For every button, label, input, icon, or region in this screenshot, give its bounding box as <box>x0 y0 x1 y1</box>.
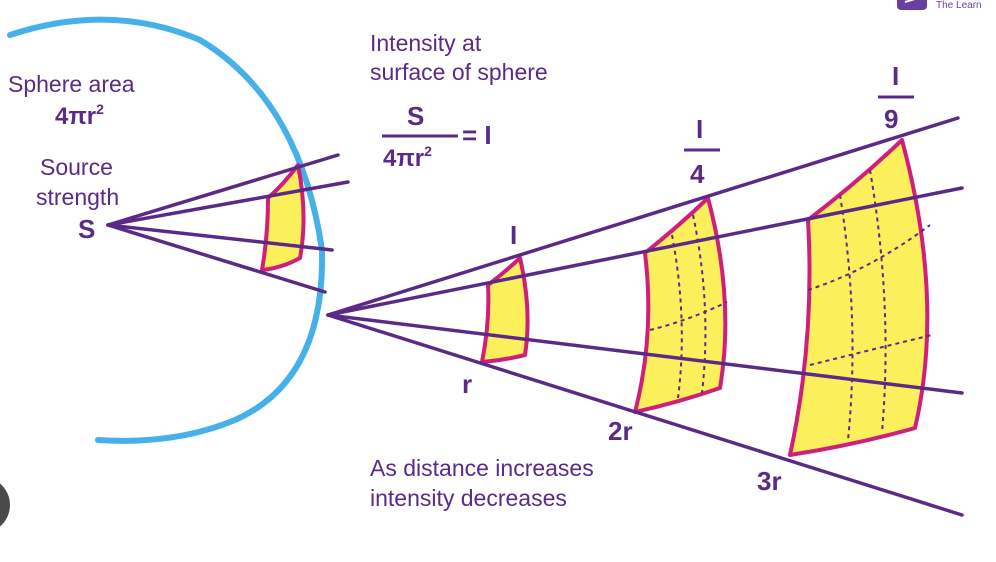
distance-label-r: r <box>462 369 472 399</box>
caption-line1: As distance increases <box>370 455 594 481</box>
caption-line2: intensity decreases <box>370 485 567 511</box>
source-label-line2: strength <box>36 184 119 210</box>
formula-heading-line2: surface of sphere <box>370 59 548 85</box>
sphere-surface-patch <box>260 163 306 272</box>
patch-r <box>480 256 530 364</box>
sphere-outline <box>7 16 326 444</box>
brand-logo-text: The Learn <box>936 0 982 11</box>
patch-3r <box>788 138 930 457</box>
patch-2r-grid <box>649 214 728 399</box>
intensity-label-2r-num: I <box>696 114 703 144</box>
intensity-label-r: I <box>510 220 517 250</box>
formula-heading-line1: Intensity at <box>370 30 482 56</box>
overlay-round-button[interactable] <box>0 477 10 533</box>
intensity-label-3r-num: I <box>892 61 899 91</box>
intensity-label-2r-den: 4 <box>690 159 705 189</box>
distance-label-3r: 3r <box>757 466 782 496</box>
distance-label-2r: 2r <box>608 416 633 446</box>
formula-equals: = I <box>462 120 492 150</box>
source-label-line1: Source <box>40 154 113 180</box>
brand-logo-icon <box>897 0 927 10</box>
sphere-area-title: Sphere area <box>8 71 135 97</box>
cone-lines <box>326 116 964 517</box>
formula-denominator: 4πr2 <box>383 143 432 172</box>
source-symbol: S <box>78 214 95 244</box>
sphere-area-formula: 4πr2 <box>55 101 104 130</box>
source-cone-lines <box>106 153 350 294</box>
brand-logo[interactable]: The Learn <box>897 0 982 11</box>
formula-numerator: S <box>407 101 424 131</box>
brand-logo-mark <box>904 0 915 3</box>
intensity-label-3r-den: 9 <box>884 104 898 134</box>
